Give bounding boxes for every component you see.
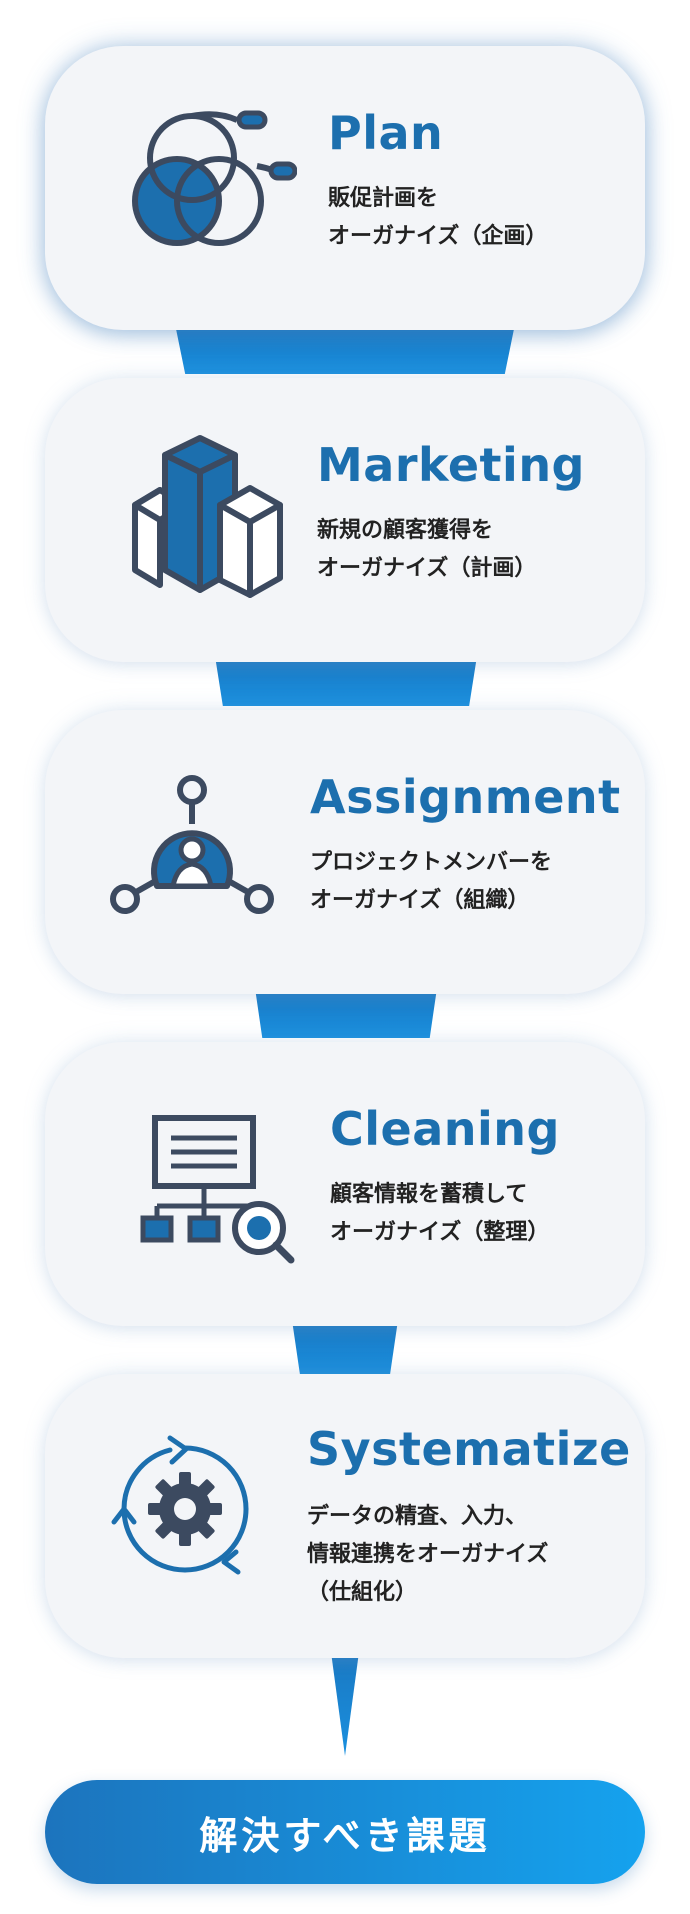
funnel-connector-2 (215, 656, 477, 706)
issues-to-solve-banner: 解決すべき課題 (45, 1780, 645, 1884)
step-card-cleaning: Cleaning 顧客情報を蓄積して オーガナイズ（整理） (45, 1042, 645, 1326)
funnel-connector-4 (292, 1320, 398, 1378)
step-card-plan: Plan 販促計画を オーガナイズ（企画） (45, 46, 645, 330)
gear-cycle-icon (110, 1434, 260, 1584)
step-description: データの精査、入力、 情報連携をオーガナイズ （仕組化） (307, 1504, 549, 1605)
step-description: 販促計画を オーガナイズ（企画） (328, 186, 548, 249)
step-card-marketing: Marketing 新規の顧客獲得を オーガナイズ（計画） (45, 378, 645, 662)
team-network-icon (107, 774, 277, 924)
step-description: プロジェクトメンバーを オーガナイズ（組織） (310, 850, 553, 913)
step-title: Cleaning (330, 1102, 560, 1156)
step-description: 新規の顧客獲得を オーガナイズ（計画） (317, 518, 537, 581)
venn-diagram-icon (117, 106, 298, 266)
step-title: Assignment (310, 770, 621, 824)
step-title: Systematize (307, 1422, 631, 1476)
3d-bar-chart-icon (125, 430, 285, 600)
step-card-systematize: Systematize データの精査、入力、 情報連携をオーガナイズ （仕組化） (45, 1374, 645, 1658)
org-chart-search-icon (137, 1114, 307, 1264)
funnel-pointer (331, 1652, 359, 1756)
step-title: Plan (328, 106, 444, 160)
step-card-assignment: Assignment プロジェクトメンバーを オーガナイズ（組織） (45, 710, 645, 994)
step-title: Marketing (317, 438, 585, 492)
funnel-connector-1 (175, 324, 515, 374)
funnel-connector-3 (255, 988, 437, 1038)
step-description: 顧客情報を蓄積して オーガナイズ（整理） (330, 1182, 550, 1245)
